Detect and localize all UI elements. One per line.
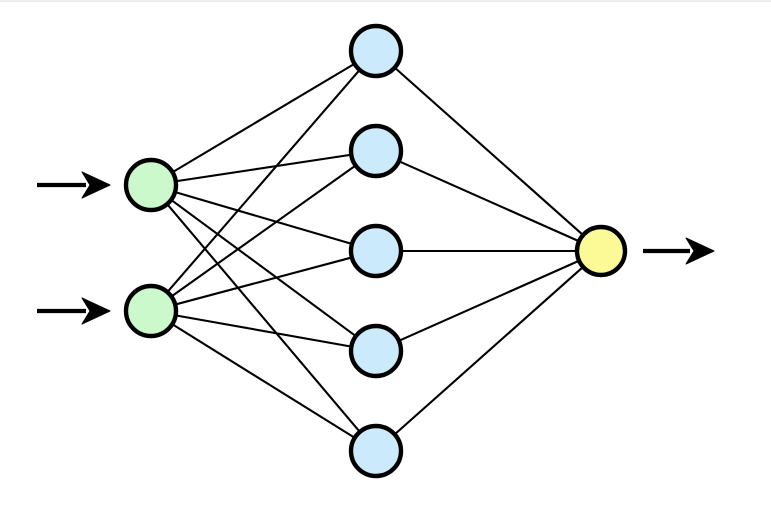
input-neuron-1[interactable] <box>123 157 179 213</box>
edge-i2-h1 <box>165 67 362 295</box>
edge-i2-h3 <box>172 256 355 306</box>
input-arrow-2-head <box>81 297 111 325</box>
hidden-neuron-2[interactable] <box>348 123 404 179</box>
input-neuron-2[interactable] <box>123 283 179 339</box>
output-arrow-1-head <box>685 237 715 265</box>
edge-i1-h4 <box>168 197 359 339</box>
neuron-group <box>123 23 628 479</box>
edge-i1-h5 <box>165 201 362 435</box>
edge-i2-h4 <box>173 314 354 348</box>
output-neuron-1[interactable] <box>574 224 628 278</box>
edge-i1-h1 <box>170 61 357 175</box>
edge-i1-h2 <box>173 153 354 183</box>
edge-h5-o1 <box>392 264 586 437</box>
edge-i1-h3 <box>172 190 355 246</box>
hidden-neuron-1[interactable] <box>348 23 404 79</box>
hidden-neuron-3[interactable] <box>348 223 404 279</box>
hidden-neuron-4[interactable] <box>348 323 404 379</box>
edge-h1-o1 <box>392 65 586 238</box>
edge-i2-h5 <box>169 322 358 440</box>
io-arrow-group <box>37 171 715 325</box>
input-arrow-1-head <box>81 171 111 199</box>
edge-h4-o1 <box>396 259 582 343</box>
edge-group <box>165 61 586 440</box>
edge-h2-o1 <box>396 159 582 243</box>
top-edge-rule <box>0 0 771 2</box>
edge-i2-h2 <box>169 163 358 299</box>
hidden-neuron-5[interactable] <box>348 423 404 479</box>
